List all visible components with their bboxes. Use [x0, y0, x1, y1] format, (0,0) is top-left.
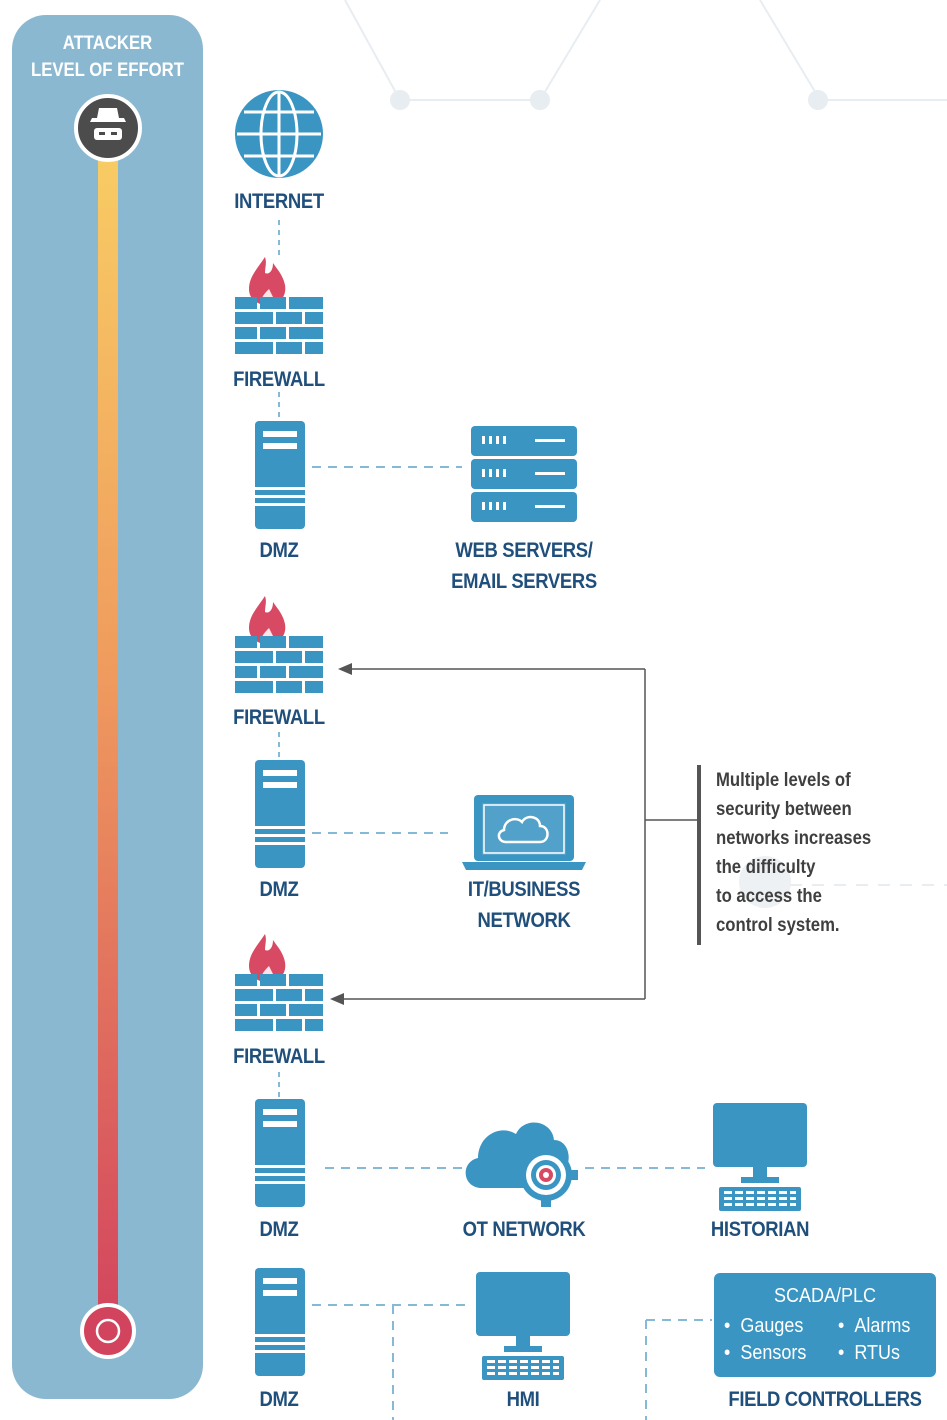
- arrow-head-upper: [338, 663, 352, 675]
- note-line: to access the: [716, 886, 822, 907]
- note-line: the difficulty: [716, 857, 816, 878]
- scada-item-sensors: Sensors: [740, 1342, 807, 1364]
- label-firewall-1: FIREWALL: [233, 368, 325, 391]
- scada-item: • RTUs: [838, 1342, 900, 1364]
- label-internet: INTERNET: [234, 190, 324, 213]
- scada-item: • Alarms: [838, 1315, 911, 1337]
- label-dmz-4: DMZ: [259, 1388, 299, 1411]
- cloud-gear-icon: [465, 1122, 578, 1207]
- scada-item: • Gauges: [724, 1315, 804, 1337]
- sidebar-title-line1: ATTACKER: [62, 33, 153, 54]
- scada-item-alarms: Alarms: [854, 1315, 911, 1337]
- scada-item: • Sensors: [724, 1342, 807, 1364]
- target-endpoint-icon: [80, 1303, 136, 1359]
- scada-plc-box: SCADA/PLC • Gauges • Alarms • Sensors • …: [714, 1273, 936, 1377]
- label-dmz-1: DMZ: [259, 539, 299, 562]
- security-note: Multiple levels of security between netw…: [716, 766, 918, 940]
- label-firewall-3: FIREWALL: [233, 1045, 325, 1068]
- label-dmz-2: DMZ: [259, 878, 299, 901]
- server-rack-icon: [471, 426, 577, 522]
- note-line: Multiple levels of: [716, 770, 851, 791]
- note-line: networks increases: [716, 828, 872, 849]
- scada-item-rtus: RTUs: [854, 1342, 900, 1364]
- label-dmz-3: DMZ: [259, 1218, 299, 1241]
- laptop-cloud-icon: [462, 795, 586, 870]
- label-firewall-2: FIREWALL: [233, 706, 325, 729]
- label-field-controllers: FIELD CONTROLLERS: [728, 1388, 922, 1411]
- label-ot-network: OT NETWORK: [462, 1218, 586, 1241]
- sidebar-title-line2: LEVEL OF EFFORT: [31, 60, 184, 81]
- label-historian: HISTORIAN: [710, 1218, 810, 1241]
- note-line: security between: [716, 799, 852, 820]
- globe-icon: [235, 90, 323, 178]
- label-hmi: HMI: [506, 1388, 540, 1411]
- label-web-servers-line2: EMAIL SERVERS: [451, 570, 597, 593]
- note-line: control system.: [716, 915, 840, 936]
- security-bracket: [342, 668, 697, 1000]
- sidebar-title: ATTACKER LEVEL OF EFFORT: [23, 30, 191, 84]
- note-accent-bar: [697, 765, 701, 945]
- arrow-head-lower: [330, 993, 344, 1005]
- scada-item-gauges: Gauges: [740, 1315, 804, 1337]
- background-pattern: [344, 0, 947, 908]
- scada-title: SCADA/PLC: [773, 1285, 877, 1307]
- label-it-business-network: IT/BUSINESS NETWORK: [427, 874, 621, 936]
- label-it-business-line1: IT/BUSINESS: [467, 878, 581, 901]
- horizontal-connectors: [312, 466, 712, 1420]
- label-web-servers-line1: WEB SERVERS/: [455, 539, 593, 562]
- label-web-servers: WEB SERVERS/ EMAIL SERVERS: [427, 535, 621, 597]
- label-it-business-line2: NETWORK: [477, 909, 571, 932]
